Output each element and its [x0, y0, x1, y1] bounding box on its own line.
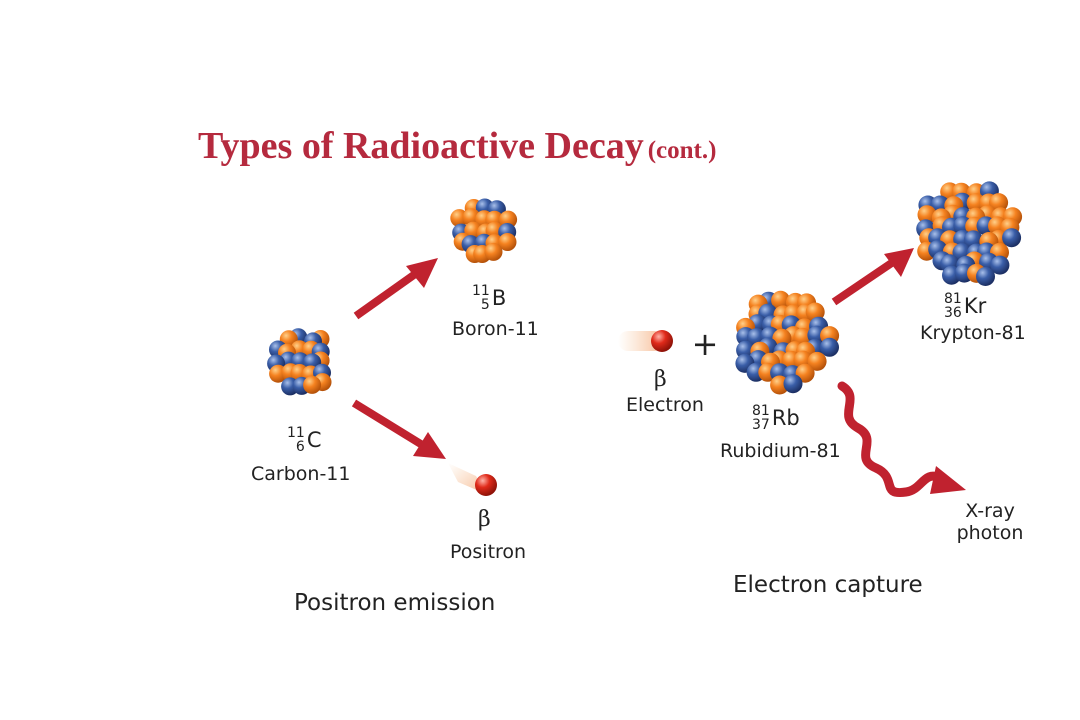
rubidium-symbol: Rb	[771, 406, 800, 430]
neutron-sphere	[783, 374, 803, 394]
positron-particle	[448, 463, 497, 496]
xray-photon-label: X-ray photon	[956, 500, 1024, 544]
boron-symbol: B	[491, 286, 507, 310]
wavy-arrow-xray	[837, 381, 966, 498]
proton-sphere	[807, 351, 827, 371]
positron-label: Positron	[450, 541, 527, 563]
arrow-to-krypton	[831, 248, 914, 306]
neutron-sphere	[1002, 228, 1022, 248]
krypton-symbol: Kr	[963, 294, 987, 318]
krypton-81-nucleus	[916, 181, 1023, 286]
proton-sphere	[771, 290, 791, 310]
rubidium-81-label: Rubidium-81	[720, 440, 841, 462]
title-main: Types of Radioactive Decay	[198, 125, 644, 167]
page-title: Types of Radioactive Decay (cont.)	[198, 124, 716, 168]
plus-sign: +	[692, 325, 719, 363]
title-sub: (cont.)	[647, 137, 717, 164]
carbon-11-nucleus	[267, 328, 332, 396]
proton-sphere	[303, 375, 322, 394]
proton-sphere	[805, 302, 825, 322]
positron-emission-caption: Positron emission	[294, 590, 496, 616]
neutron-sphere	[820, 337, 839, 357]
arrow-to-boron	[353, 258, 438, 320]
proton-sphere	[989, 193, 1009, 213]
carbon-symbol: C	[306, 428, 322, 452]
arrow-to-positron	[351, 399, 446, 459]
electron-beta-symbol: β	[654, 367, 667, 392]
proton-sphere	[917, 205, 937, 225]
rubidium-81-nucleus	[735, 290, 840, 395]
proton-sphere	[498, 233, 517, 251]
boron-11-label: Boron-11	[452, 318, 539, 340]
neutron-sphere	[990, 255, 1010, 275]
boron-11-nucleus	[450, 198, 518, 263]
carbon-11-label: Carbon-11	[251, 463, 351, 485]
electron-particle	[618, 330, 673, 352]
proton-sphere	[484, 242, 503, 261]
electron-capture-caption: Electron capture	[733, 572, 923, 598]
krypton-81-label: Krypton-81	[920, 322, 1026, 344]
neutron-sphere	[976, 267, 995, 286]
electron-label: Electron	[626, 394, 704, 416]
positron-beta-symbol: β	[478, 507, 491, 532]
